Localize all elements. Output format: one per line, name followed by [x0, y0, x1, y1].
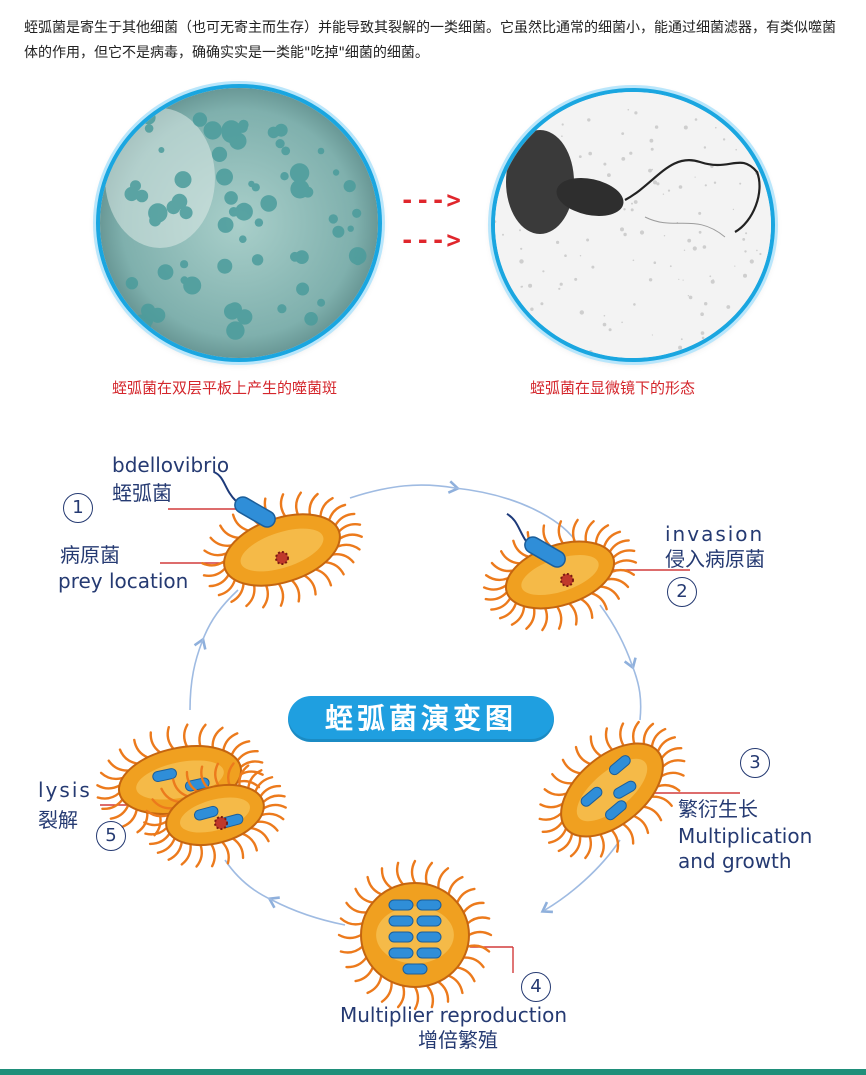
- prey-bacterium-4: [337, 859, 493, 1011]
- damage-mark-1: [275, 551, 289, 565]
- bdellovibrio-cell-2: [506, 513, 566, 568]
- step-4-label-en: Multiplier reproduction: [340, 1003, 568, 1027]
- step-2-label-zh: 侵入病原菌: [665, 547, 765, 571]
- right-photo-caption: 蛭弧菌在显微镜下的形态: [530, 379, 696, 397]
- damage-mark-5: [214, 816, 228, 830]
- damage-mark-2: [560, 573, 574, 587]
- red-arrow-top: --->: [400, 186, 462, 214]
- step-3-label-en-2: and growth: [678, 849, 792, 873]
- prey-bacterium-3: [538, 720, 686, 860]
- step-5-label-en: lysis: [38, 778, 92, 802]
- step-4-label-zh: 增倍繁殖: [418, 1028, 498, 1052]
- step-3-label-en-1: Multiplication: [678, 824, 813, 848]
- diagram-title: 蛭弧菌演变图: [288, 696, 554, 742]
- red-arrow-bottom: --->: [400, 226, 462, 254]
- bottom-bar: [0, 1069, 866, 1075]
- step-1-label-en: bdellovibrio: [112, 453, 230, 477]
- step-1-number: 1: [63, 493, 93, 523]
- step-5-label-zh: 裂解: [38, 808, 78, 832]
- step-3-number: 3: [740, 748, 770, 778]
- step-2-label-en: invasion: [665, 522, 765, 546]
- micrograph-photo: [495, 92, 771, 358]
- step-2-number: 2: [667, 577, 697, 607]
- left-photo-caption: 蛭弧菌在双层平板上产生的噬菌斑: [112, 379, 338, 397]
- step-1-label-zh: 蛭弧菌: [112, 481, 172, 505]
- prey-bacterium-1: [201, 491, 363, 609]
- prey-bacterium-2: [482, 518, 638, 632]
- petri-dish-photo: [100, 88, 378, 358]
- prey-bacterium-5b: [143, 762, 287, 868]
- step-4-number: 4: [521, 972, 551, 1002]
- step-1-prey-en: prey location: [58, 569, 189, 593]
- intro-paragraph: 蛭弧菌是寄生于其他细菌（也可无寄主而生存）并能导致其裂解的一类细菌。它虽然比通常…: [24, 20, 836, 61]
- step-3-label-zh: 繁衍生长: [678, 797, 758, 821]
- step-5-number: 5: [96, 821, 126, 851]
- cycle-arrows: [189, 480, 642, 926]
- lifecycle-diagram: 蛭弧菌演变图 1 bdellovibrio 蛭弧菌 病原菌 prey locat…: [0, 420, 866, 1075]
- bdellovibrio-cell-1: [213, 470, 276, 528]
- step-1-prey-zh: 病原菌: [60, 543, 120, 567]
